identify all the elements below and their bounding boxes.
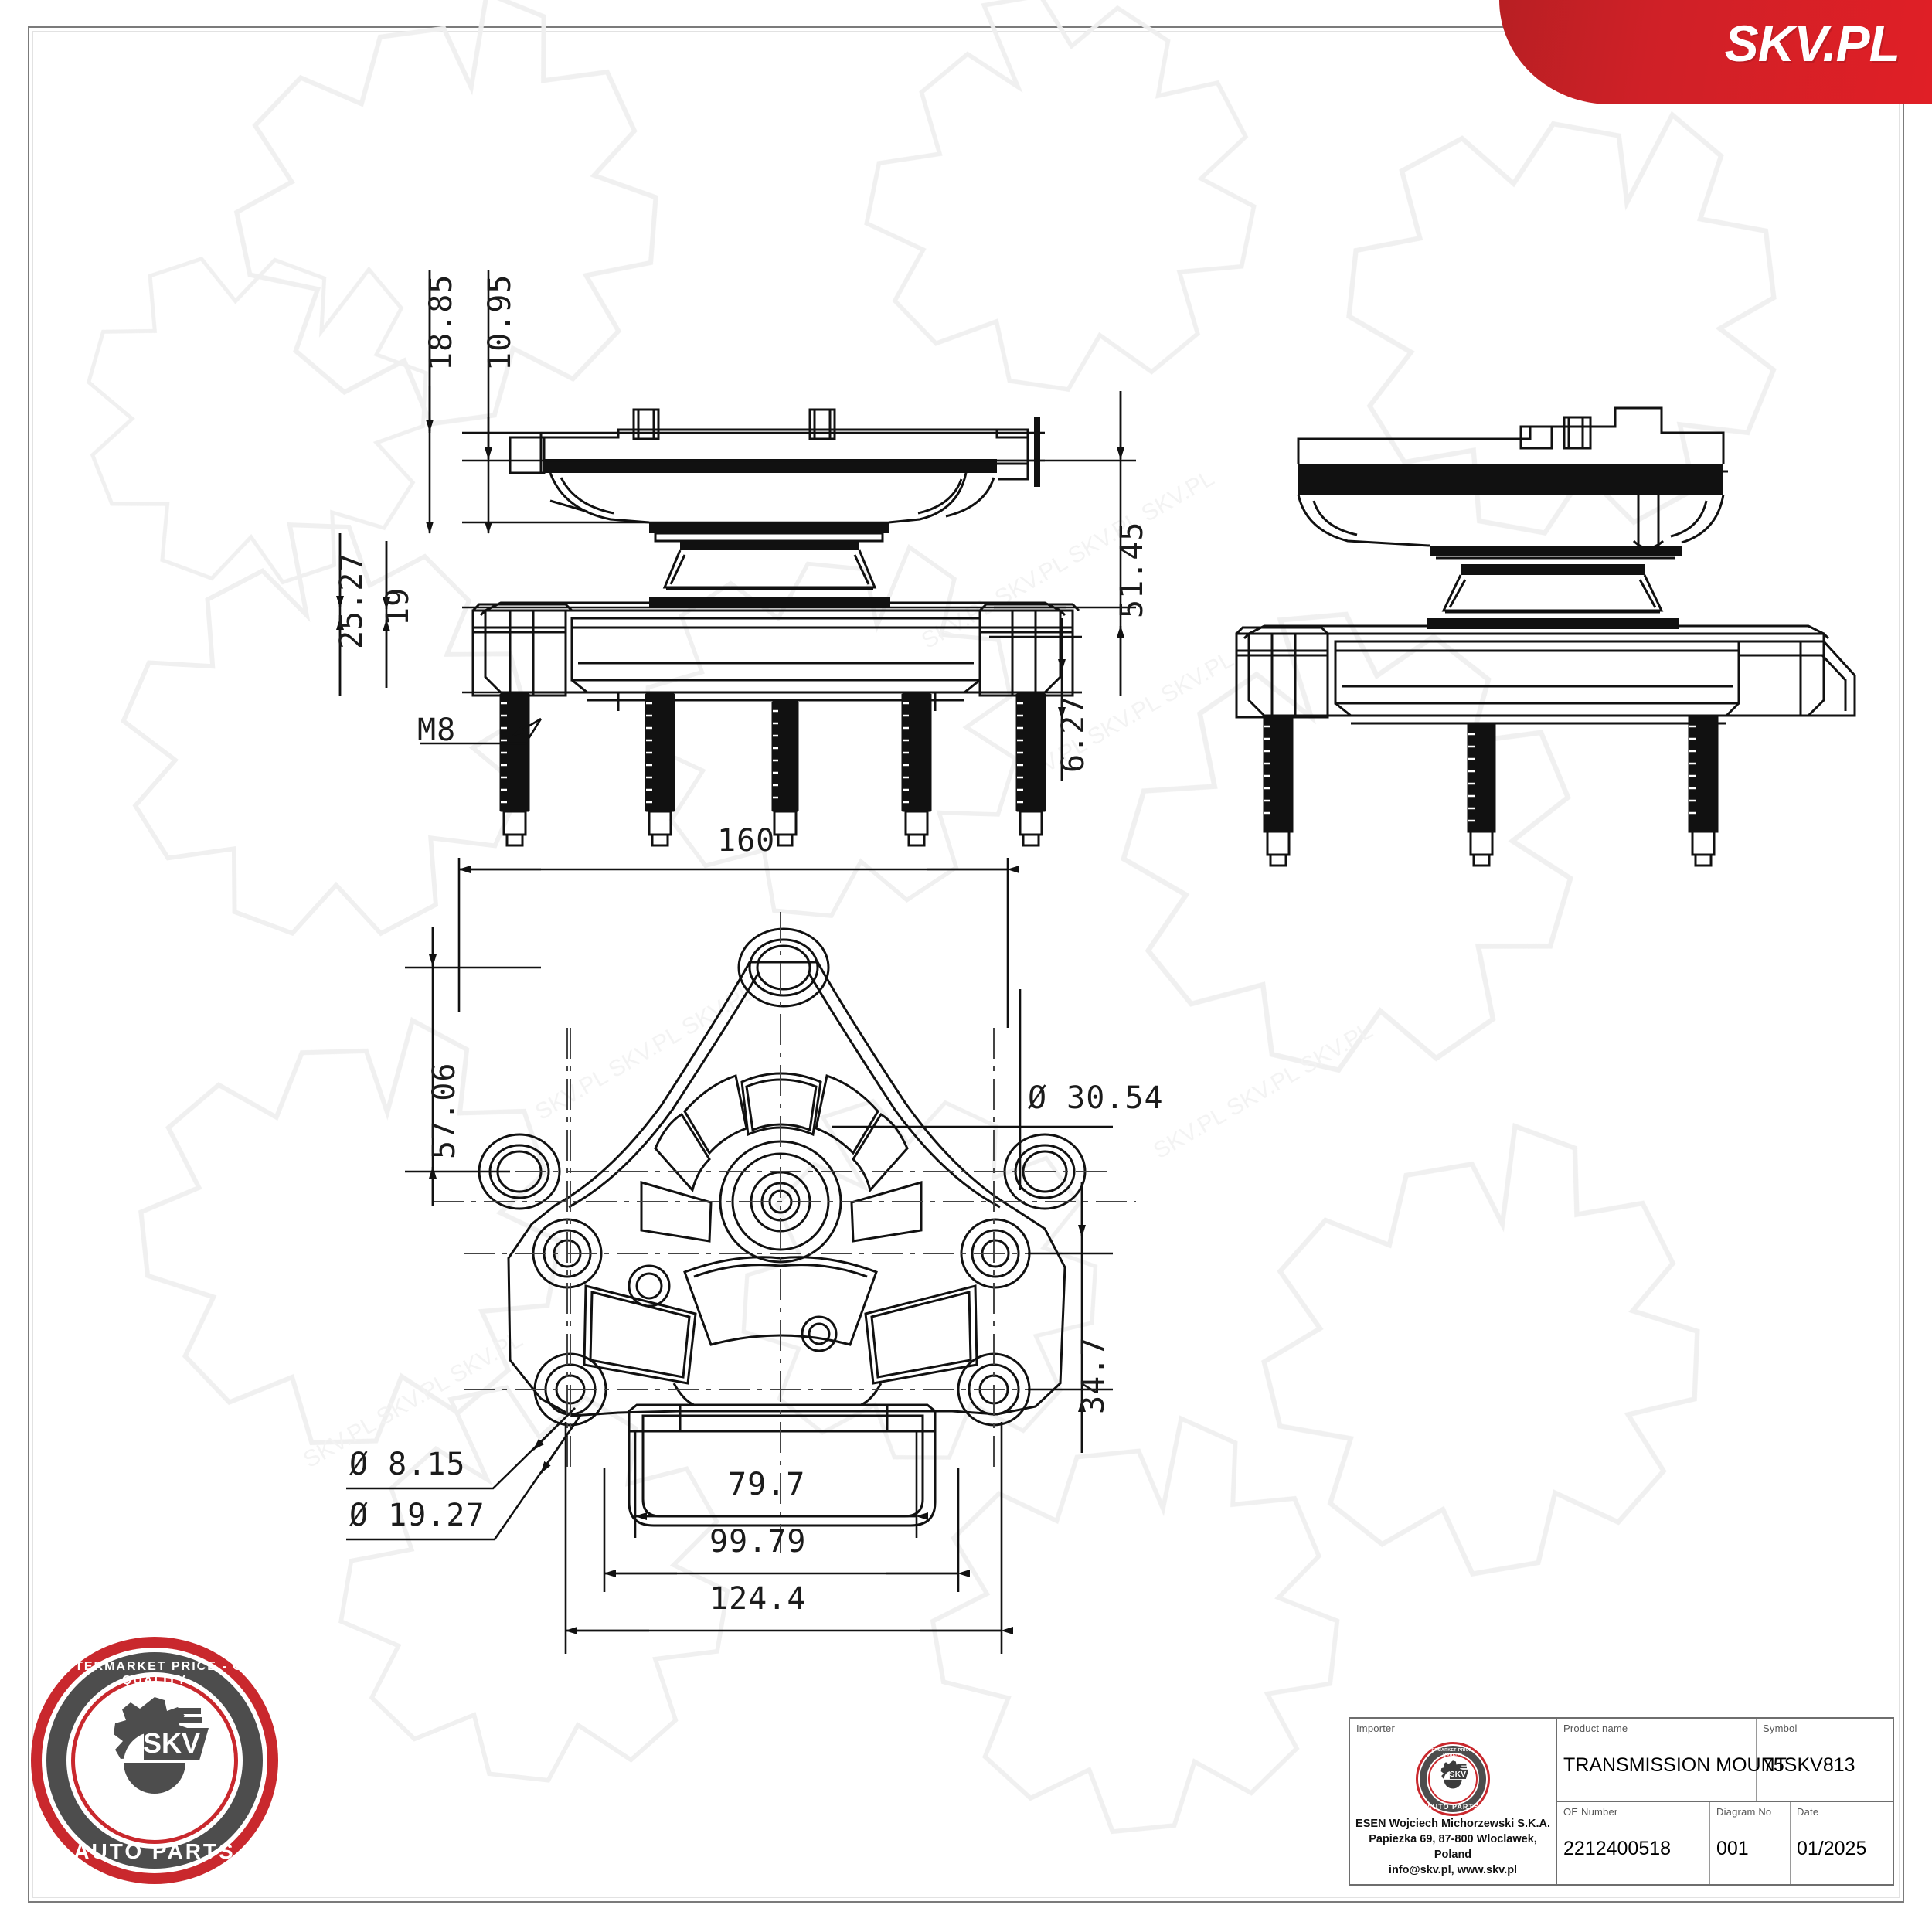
diagram-no-cell: Diagram No 001 xyxy=(1710,1802,1791,1884)
dimension-6-27: 6.27 xyxy=(1056,695,1091,773)
dimension-57-06: 57.06 xyxy=(427,1062,462,1159)
title-block-importer-cell: Importer SKV AFTERMARKET PR xyxy=(1350,1719,1557,1884)
dimension-160: 160 xyxy=(717,823,776,859)
importer-seal-logo: SKV AFTERMARKET PRICE - OE QUALITY AUTO … xyxy=(1416,1742,1490,1816)
symbol-label: Symbol xyxy=(1763,1723,1798,1734)
oe-number-label: OE Number xyxy=(1563,1806,1618,1818)
dimension-79-7: 79.7 xyxy=(728,1467,806,1502)
product-name-label: Product name xyxy=(1563,1723,1628,1734)
diagram-no-value: 001 xyxy=(1716,1838,1749,1859)
dimension-51-45: 51.45 xyxy=(1114,521,1150,618)
title-block-row-bottom: OE Number 2212400518 Diagram No 001 Date… xyxy=(1557,1802,1893,1884)
diagram-no-label: Diagram No xyxy=(1716,1806,1772,1818)
importer-contact: info@skv.pl, www.skv.pl xyxy=(1388,1864,1518,1876)
symbol-value: 75SKV813 xyxy=(1763,1754,1855,1776)
importer-street: Papiezka 69, 87-800 Wloclawek, Poland xyxy=(1369,1833,1537,1861)
importer-address-block: ESEN Wojciech Michorzewski S.K.A. Papiez… xyxy=(1350,1816,1556,1878)
product-name-cell: Product name TRANSMISSION MOUNT xyxy=(1557,1719,1787,1801)
dimension-m8: M8 xyxy=(417,713,457,748)
date-cell: Date 01/2025 xyxy=(1791,1802,1893,1884)
title-block-row-top: Product name TRANSMISSION MOUNT Symbol 7… xyxy=(1557,1719,1893,1802)
view-front-elevation xyxy=(471,408,1080,847)
dimension-lines-plan xyxy=(346,858,1113,1654)
dimension-19: 19 xyxy=(380,587,416,626)
oe-number-value: 2212400518 xyxy=(1563,1838,1672,1859)
seal-center-text: SKV xyxy=(143,1727,200,1759)
gear-scoop-icon: SKV xyxy=(114,1697,209,1794)
date-label: Date xyxy=(1797,1806,1819,1818)
svg-text:SKV.PL SKV.PL SKV.PL SKV.PL: SKV.PL SKV.PL SKV.PL SKV.PL xyxy=(917,465,1219,654)
svg-text:SKV.PL SKV.PL SKV.PL: SKV.PL SKV.PL SKV.PL xyxy=(1149,1018,1377,1164)
dimension-124-4: 124.4 xyxy=(709,1581,807,1617)
plan-center-lines xyxy=(433,912,1136,1553)
dimension-10-95: 10.95 xyxy=(482,274,518,371)
svg-text:SKV: SKV xyxy=(1450,1770,1466,1779)
skv-brand-banner: SKV.PL xyxy=(1499,0,1932,104)
importer-label: Importer xyxy=(1356,1723,1396,1734)
title-block: Importer SKV AFTERMARKET PR xyxy=(1349,1717,1894,1886)
svg-text:SKV.PL SKV.PL SKV.PL: SKV.PL SKV.PL SKV.PL xyxy=(531,979,759,1125)
skv-auto-parts-seal: SKV AFTERMARKET PRICE - OE QUALITY AUTO … xyxy=(31,1637,278,1884)
symbol-cell: Symbol 75SKV813 xyxy=(1757,1719,1893,1801)
oe-number-cell: OE Number 2212400518 xyxy=(1557,1802,1710,1884)
seal-bottom-text: AUTO PARTS xyxy=(73,1839,236,1863)
view-side-elevation xyxy=(1235,406,1856,867)
title-block-fields: Product name TRANSMISSION MOUNT Symbol 7… xyxy=(1557,1719,1893,1884)
dimension-d30-54: Ø 30.54 xyxy=(1028,1080,1164,1116)
dimension-d8-15: Ø 8.15 xyxy=(349,1447,466,1482)
importer-company: ESEN Wojciech Michorzewski S.K.A. xyxy=(1355,1818,1550,1830)
banner-label: SKV.PL xyxy=(1724,15,1900,72)
dimension-18-85: 18.85 xyxy=(423,274,459,371)
sheet-border-inner xyxy=(32,31,1900,1898)
importer-seal-bottom-text: AUTO PARTS xyxy=(1427,1803,1479,1811)
seal-top-text: AFTERMARKET PRICE - OE QUALITY xyxy=(55,1660,254,1687)
date-value: 01/2025 xyxy=(1797,1838,1867,1859)
sheet-border xyxy=(28,26,1904,1903)
dimension-99-79: 99.79 xyxy=(709,1524,807,1560)
product-name-value: TRANSMISSION MOUNT xyxy=(1563,1754,1787,1776)
dimension-34-7: 34.7 xyxy=(1076,1336,1111,1414)
dimension-lines-front xyxy=(336,270,1136,781)
banner-shape xyxy=(1499,0,1932,104)
dimension-25-27: 25.27 xyxy=(334,552,369,649)
importer-seal-top-text: AFTERMARKET PRICE - OE QUALITY xyxy=(1423,1748,1483,1757)
dimension-d19-27: Ø 19.27 xyxy=(349,1498,485,1533)
